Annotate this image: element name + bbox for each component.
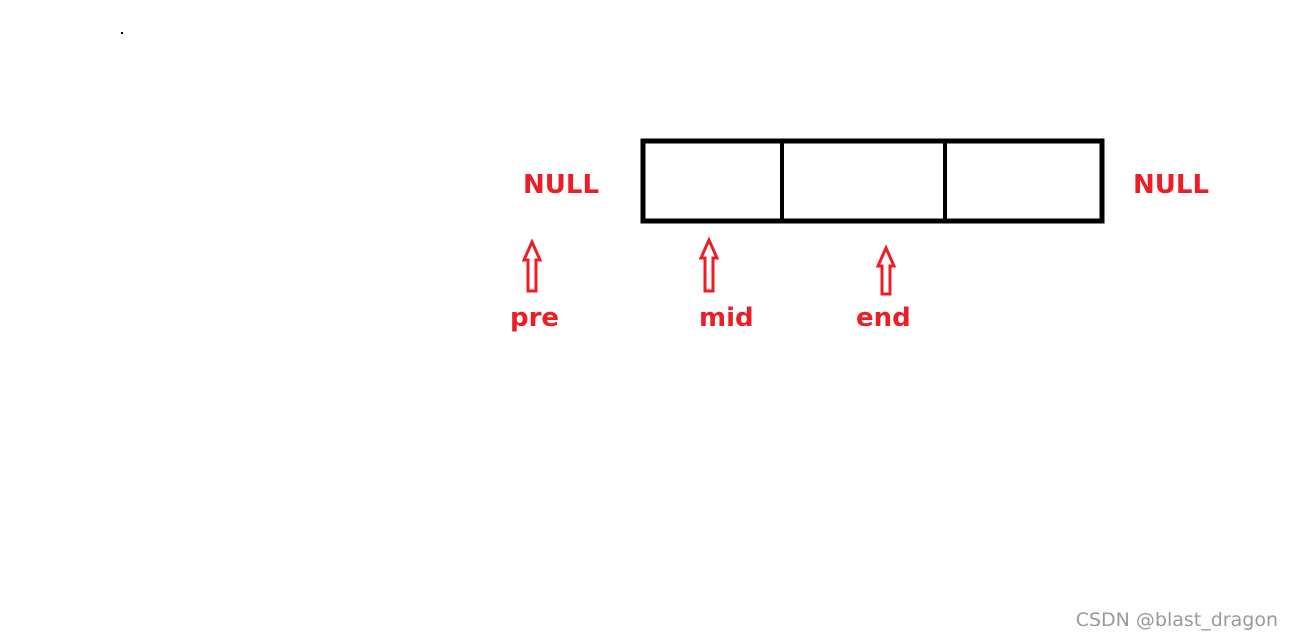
end-arrow-icon — [875, 244, 897, 296]
node-box-outline — [640, 138, 1105, 224]
null-right-label: NULL — [1133, 170, 1209, 200]
node-array — [640, 138, 1105, 224]
end-label: end — [856, 303, 911, 333]
watermark: CSDN @blast_dragon — [1075, 609, 1278, 631]
stray-dot — [121, 32, 123, 34]
pre-arrow-icon — [521, 238, 543, 293]
pre-label: pre — [510, 303, 559, 333]
mid-arrow-icon — [698, 236, 720, 293]
null-left-label: NULL — [523, 170, 599, 200]
mid-label: mid — [699, 303, 754, 333]
